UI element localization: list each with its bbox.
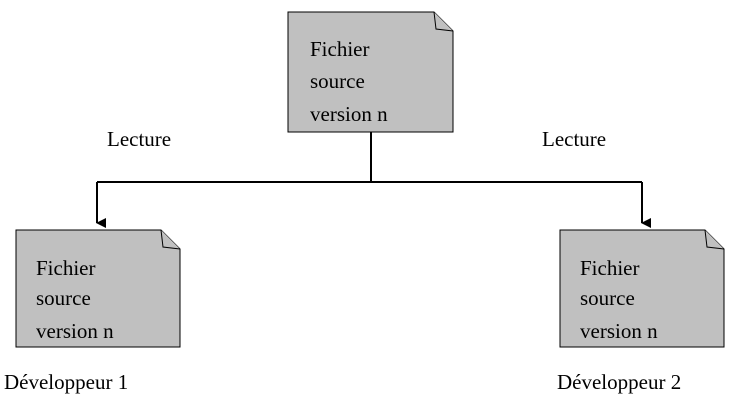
document-line-3: version n bbox=[580, 319, 658, 343]
document-line-3: version n bbox=[310, 102, 388, 126]
document-line-2: source bbox=[310, 69, 365, 93]
source-file-developer-2: Fichier source version n bbox=[559, 229, 725, 348]
document-line-1: Fichier bbox=[580, 256, 639, 280]
document-shape bbox=[287, 11, 454, 133]
actor-developer-1: Développeur 1 bbox=[4, 370, 128, 394]
connectors bbox=[96, 132, 651, 228]
document-line-2: source bbox=[36, 286, 91, 310]
edge-label-left: Lecture bbox=[107, 127, 171, 151]
folded-corner-icon bbox=[160, 229, 181, 250]
document-line-2: source bbox=[580, 286, 635, 310]
document-line-1: Fichier bbox=[310, 37, 369, 61]
source-file-top: Fichier source version n bbox=[287, 11, 454, 133]
actor-developer-2: Développeur 2 bbox=[557, 370, 681, 394]
edge-label-right: Lecture bbox=[542, 127, 606, 151]
document-shape bbox=[559, 229, 725, 348]
document-line-3: version n bbox=[36, 319, 114, 343]
document-shape bbox=[15, 229, 181, 348]
document-line-1: Fichier bbox=[36, 256, 95, 280]
folded-corner-icon bbox=[704, 229, 725, 250]
folded-corner-icon bbox=[433, 11, 454, 32]
source-file-developer-1: Fichier source version n bbox=[15, 229, 181, 348]
